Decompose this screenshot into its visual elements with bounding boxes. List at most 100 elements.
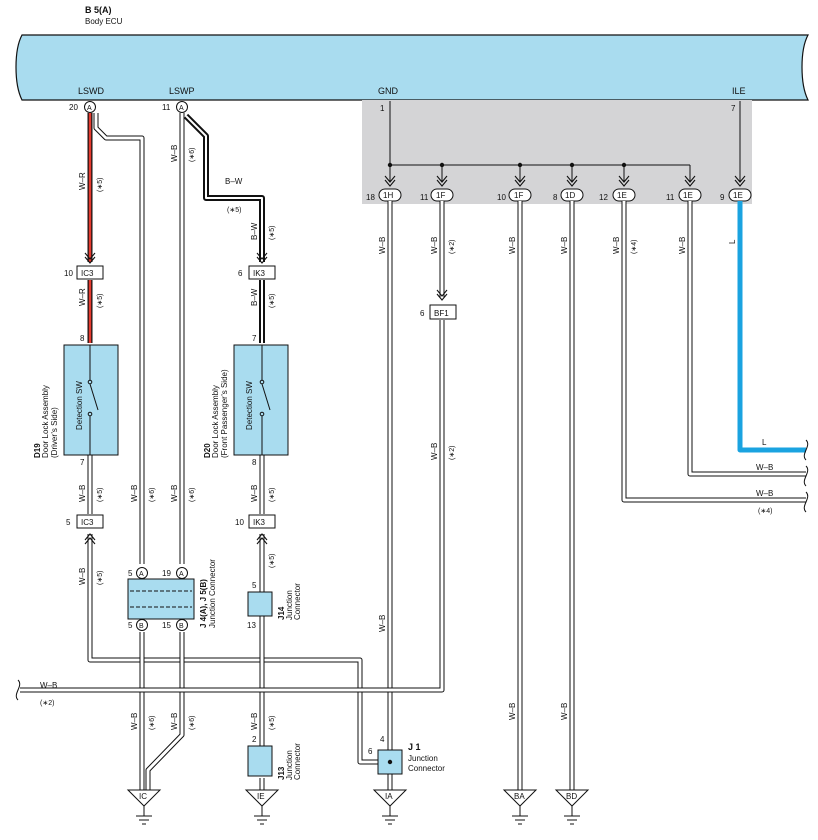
svg-text:W–B: W–B [508,703,517,720]
svg-text:W–B: W–B [170,485,179,502]
body-ecu: B 5(A) Body ECU LSWD LSWP GND ILE [15,5,809,101]
svg-text:IK3: IK3 [253,518,266,527]
pin-letter: A [179,105,184,112]
pin-lswd-label: LSWD [78,86,105,96]
svg-text:13: 13 [247,621,256,630]
svg-text:L: L [762,438,767,447]
svg-text:(∗6): (∗6) [149,488,156,502]
svg-text:W–B: W–B [130,713,139,730]
svg-text:10: 10 [64,269,73,278]
svg-text:IK3: IK3 [253,269,266,278]
svg-text:9: 9 [720,193,725,202]
svg-text:1D: 1D [565,191,575,200]
svg-text:(∗5): (∗5) [269,554,276,568]
d20-door-lock-passenger: 7 Detection SW 8 D20 Door Lock Assembly … [203,334,289,467]
svg-text:W–B: W–B [756,489,773,498]
svg-text:B–W: B–W [225,177,243,186]
d19-sw-label: Detection SW [75,381,84,430]
svg-text:W–B: W–B [612,237,621,254]
svg-text:W–R: W–R [78,172,87,190]
svg-text:(∗6): (∗6) [189,716,196,730]
gnd-connector-1e-a: 12 1E [599,188,636,202]
d19-door-lock-driver: 8 Detection SW 7 D19 Door Lock Assembly … [33,334,119,467]
ecu-body-shape [15,34,809,101]
svg-text:Connector: Connector [408,764,445,773]
ground-bd: BD [554,789,590,825]
svg-text:(∗5): (∗5) [269,488,276,502]
svg-text:(∗4): (∗4) [631,240,638,254]
svg-text:(∗6): (∗6) [149,716,156,730]
gnd-connector-1e-c: 9 1E [720,188,752,202]
svg-text:(∗5): (∗5) [227,207,241,214]
svg-text:J13: J13 [277,766,286,780]
svg-text:W–B: W–B [756,463,773,472]
svg-text:1E: 1E [733,191,743,200]
svg-text:W–B: W–B [78,485,87,502]
ground-ba-label: BA [514,792,525,801]
inline-ik3-bot: 10 IK3 [235,514,276,529]
svg-text:W–B: W–B [250,485,259,502]
svg-text:D20: D20 [203,443,212,458]
inline-ic3-bot: 5 IC3 [66,514,104,529]
svg-text:(∗5): (∗5) [97,571,104,585]
gnd-connector-1f-b: 10 1F [497,188,532,202]
gnd-connector-1f-a: 11 1F [420,188,454,202]
svg-text:B–W: B–W [250,288,259,306]
gnd-connector-1d: 8 1D [553,188,584,202]
svg-text:IC3: IC3 [81,518,94,527]
ecu-code: B 5(A) [85,5,112,15]
svg-text:(∗5): (∗5) [269,294,276,308]
gnd-bus-junctions [387,162,627,168]
j13-junction-connector: 2 J13 Junction Connector [247,735,302,780]
svg-text:(∗6): (∗6) [189,148,196,162]
right-break-marks [15,439,809,701]
svg-text:W–B: W–B [40,681,57,690]
svg-text:(∗2): (∗2) [449,446,456,460]
svg-text:W–B: W–B [678,237,687,254]
ground-ia-label: IA [385,792,393,801]
svg-text:5: 5 [252,581,257,590]
svg-text:5: 5 [128,569,133,578]
j14-junction-connector: 5 13 J14 Junction Connector [247,581,302,630]
gnd-bus [389,101,741,182]
svg-text:L: L [728,239,737,244]
inline-chevrons [84,252,448,545]
svg-text:7: 7 [252,334,257,343]
svg-text:A: A [139,571,144,578]
svg-text:(∗5): (∗5) [97,294,104,308]
svg-text:A: A [179,571,184,578]
svg-text:Connector: Connector [293,743,302,780]
svg-text:(Driver’s Side): (Driver’s Side) [50,407,59,458]
svg-text:B: B [139,623,144,630]
svg-text:6: 6 [238,269,243,278]
pin-ile-label: ILE [732,86,746,96]
wire-labels: W–R (∗5) W–B (∗6) B–W (∗5) B–W (∗5) W–R … [40,145,773,730]
svg-text:W–B: W–B [378,615,387,632]
svg-text:18: 18 [366,193,375,202]
gnd-connector-1h: 18 1H [366,188,402,202]
svg-text:1F: 1F [436,191,445,200]
j1-junction-connector: 4 6 J 1 Junction Connector [368,735,445,775]
svg-text:(∗2): (∗2) [449,240,456,254]
svg-text:W–B: W–B [170,145,179,162]
svg-text:10: 10 [235,518,244,527]
svg-text:(∗5): (∗5) [97,488,104,502]
svg-text:D19: D19 [33,443,42,458]
svg-text:5: 5 [128,621,133,630]
svg-text:IC3: IC3 [81,269,94,278]
svg-text:W–B: W–B [560,703,569,720]
ground-ia: IA [372,789,408,825]
ground-ic: IC [126,789,162,825]
svg-text:8: 8 [252,458,257,467]
svg-text:J 1: J 1 [408,742,421,752]
svg-text:J 4(A), J 5(B): J 4(A), J 5(B) [199,579,208,628]
svg-text:W–R: W–R [78,288,87,306]
inline-ic3-top: 10 IC3 [64,265,104,280]
svg-text:10: 10 [497,193,506,202]
ecu-pin-gnd-num: 1 [380,104,385,113]
ecu-name: Body ECU [85,17,123,26]
svg-text:W–B: W–B [170,713,179,730]
svg-text:(∗6): (∗6) [189,488,196,502]
svg-text:BF1: BF1 [434,309,449,318]
